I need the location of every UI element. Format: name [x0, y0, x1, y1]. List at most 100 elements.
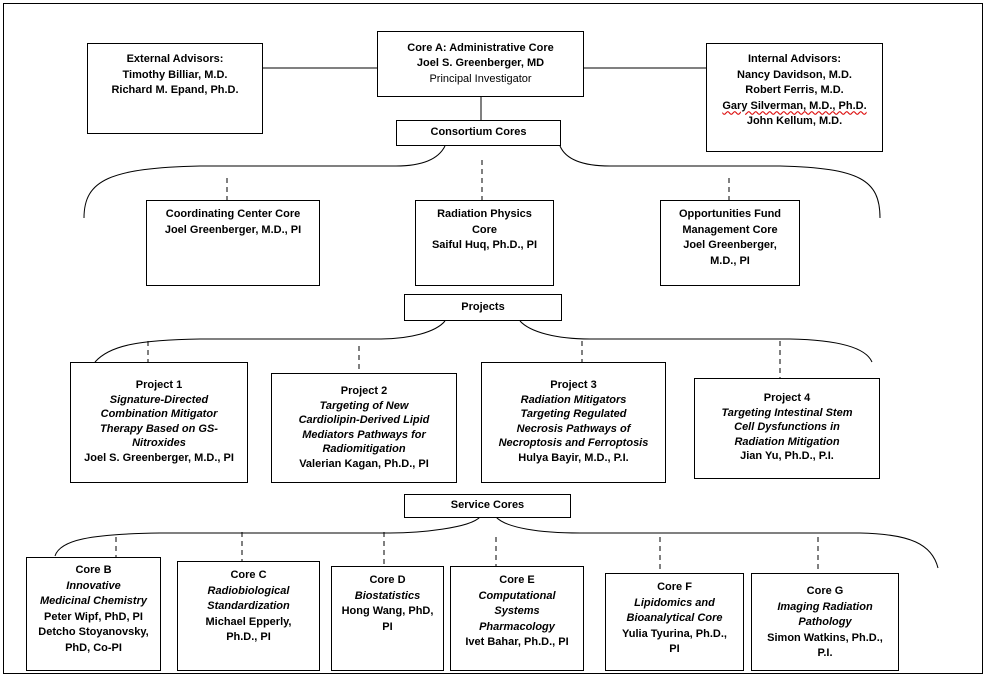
project-topic-line: Necrosis Pathways of	[516, 422, 631, 435]
project-topic-line: Radiation Mitigation	[734, 435, 840, 448]
core-pi-line: PI	[669, 643, 680, 655]
service-brace-right	[495, 516, 939, 569]
project-topic-line: Necroptosis and Ferroptosis	[498, 437, 649, 450]
core-topic-line: Pathology	[798, 616, 852, 628]
project-pi: Valerian Kagan, Ph.D., PI	[299, 457, 429, 470]
core-b-box: Core B Innovative Medicinal Chemistry Pe…	[26, 557, 161, 671]
internal-advisor: Robert Ferris, M.D.	[745, 84, 844, 96]
opportunities-fund-core-box: Opportunities Fund Management Core Joel …	[660, 200, 800, 286]
coordinating-center-core-box: Coordinating Center Core Joel Greenberge…	[146, 200, 320, 286]
consortium-cores-label: Consortium Cores	[430, 126, 527, 139]
diagram-frame	[3, 3, 983, 674]
project-pi: Hulya Bayir, M.D., P.I.	[518, 451, 629, 464]
core-topic-line: Innovative	[66, 579, 121, 592]
core-pi-line: Detcho Stoyanovsky,	[38, 626, 149, 638]
core-title: Core B	[75, 564, 112, 576]
external-advisor: Timothy Billiar, M.D.	[122, 68, 228, 81]
internal-advisor: Nancy Davidson, M.D.	[737, 68, 852, 81]
project-topic-line: Combination Mitigator	[100, 408, 218, 421]
core-title: Core C	[230, 569, 267, 581]
project-3-box: Project 3 Radiation Mitigators Targeting…	[481, 362, 666, 483]
project-title: Project 1	[135, 379, 183, 391]
service-cores-label-box: Service Cores	[404, 494, 571, 518]
external-advisors-box: External Advisors: Timothy Billiar, M.D.…	[87, 43, 263, 134]
project-topic-line: Cardiolipin-Derived Lipid	[298, 414, 430, 427]
core-pi-line: PI	[382, 620, 393, 633]
core-line: M.D., PI	[710, 254, 750, 267]
project-topic-line: Nitroxides	[132, 437, 186, 450]
external-advisors-title: External Advisors:	[126, 53, 224, 65]
project-topic-line: Therapy Based on GS-	[100, 422, 218, 435]
service-cores-label: Service Cores	[450, 499, 525, 512]
core-a-role: Principal Investigator	[429, 72, 532, 85]
core-topic-line: Medicinal Chemistry	[40, 595, 147, 607]
project-topic-line: Cell Dysfunctions in	[734, 421, 840, 434]
core-line: Joel Greenberger, M.D., PI	[164, 223, 302, 236]
project-2-box: Project 2 Targeting of New Cardiolipin-D…	[271, 373, 457, 483]
project-1-box: Project 1 Signature-Directed Combination…	[70, 362, 248, 483]
core-topic-line: Biostatistics	[354, 589, 421, 602]
core-title: Core F	[657, 581, 692, 593]
project-title: Project 4	[763, 392, 811, 404]
projects-label: Projects	[461, 300, 505, 313]
consortium-brace-left	[83, 145, 446, 219]
core-title: Core G	[806, 585, 844, 597]
internal-advisors-title: Internal Advisors:	[747, 53, 842, 65]
project-topic-line: Radiomitigation	[322, 443, 406, 456]
core-pi-line: P.I.	[817, 647, 833, 659]
consortium-brace-right	[559, 145, 881, 219]
core-topic-line: Pharmacology	[479, 620, 555, 633]
core-pi-line: Simon Watkins, Ph.D.,	[767, 631, 883, 644]
core-pi-line: Michael Epperly,	[205, 615, 292, 628]
core-pi-line: Ph.D., PI	[226, 631, 271, 643]
internal-advisor: Gary Silverman, M.D., Ph.D.	[722, 99, 867, 112]
core-pi-line: Peter Wipf, PhD, PI	[44, 610, 143, 623]
project-title: Project 3	[550, 379, 597, 391]
project-pi: Joel S. Greenberger, M.D., PI	[84, 451, 234, 464]
core-topic-line: Lipidomics and	[634, 596, 715, 609]
core-e-box: Core E Computational Systems Pharmacolog…	[450, 566, 584, 671]
project-topic-line: Mediators Pathways for	[302, 428, 426, 441]
project-topic-line: Targeting Regulated	[520, 408, 627, 421]
core-a-box: Core A: Administrative Core Joel S. Gree…	[377, 31, 584, 97]
core-line: Radiation Physics	[437, 208, 532, 220]
core-title: Core D	[369, 574, 406, 586]
core-title: Core E	[499, 574, 535, 586]
core-line: Joel Greenberger,	[683, 239, 777, 251]
core-topic-line: Standardization	[207, 600, 290, 612]
service-brace-left	[54, 516, 481, 557]
core-line: Opportunities Fund	[678, 208, 782, 220]
core-line: Core	[471, 223, 498, 236]
project-topic-line: Signature-Directed	[109, 393, 209, 406]
projects-label-box: Projects	[404, 294, 562, 321]
project-topic-line: Radiation Mitigators	[520, 393, 627, 406]
radiation-physics-core-box: Radiation Physics Core Saiful Huq, Ph.D.…	[415, 200, 554, 286]
core-topic-line: Imaging Radiation	[777, 600, 873, 613]
core-d-box: Core D Biostatistics Hong Wang, PhD, PI	[331, 566, 444, 671]
projects-brace-left	[94, 320, 446, 363]
core-a-title: Core A: Administrative Core	[407, 41, 554, 54]
project-topic-line: Targeting of New	[319, 399, 409, 412]
core-topic-line: Systems	[494, 605, 540, 617]
core-a-name: Joel S. Greenberger, MD	[416, 57, 545, 70]
core-pi-line: Ivet Bahar, Ph.D., PI	[465, 636, 569, 648]
project-pi: Jian Yu, Ph.D., P.I.	[740, 450, 834, 463]
core-line: Management Core	[682, 223, 778, 236]
core-pi-line: PhD, Co-PI	[65, 641, 122, 654]
project-4-box: Project 4 Targeting Intestinal Stem Cell…	[694, 378, 880, 479]
project-title: Project 2	[340, 385, 388, 397]
core-pi-line: Yulia Tyurina, Ph.D.,	[622, 627, 727, 640]
core-topic-line: Computational	[478, 589, 556, 602]
core-line: Coordinating Center Core	[165, 208, 301, 220]
core-pi-line: Hong Wang, PhD,	[341, 605, 434, 617]
core-topic-line: Bioanalytical Core	[626, 612, 723, 624]
core-topic-line: Radiobiological	[207, 584, 290, 597]
project-topic-line: Targeting Intestinal Stem	[721, 406, 853, 419]
projects-brace-right	[519, 320, 873, 363]
core-g-box: Core G Imaging Radiation Pathology Simon…	[751, 573, 899, 671]
core-f-box: Core F Lipidomics and Bioanalytical Core…	[605, 573, 744, 671]
internal-advisors-box: Internal Advisors: Nancy Davidson, M.D. …	[706, 43, 883, 152]
core-line: Saiful Huq, Ph.D., PI	[431, 239, 538, 251]
external-advisor: Richard M. Epand, Ph.D.	[111, 84, 239, 96]
